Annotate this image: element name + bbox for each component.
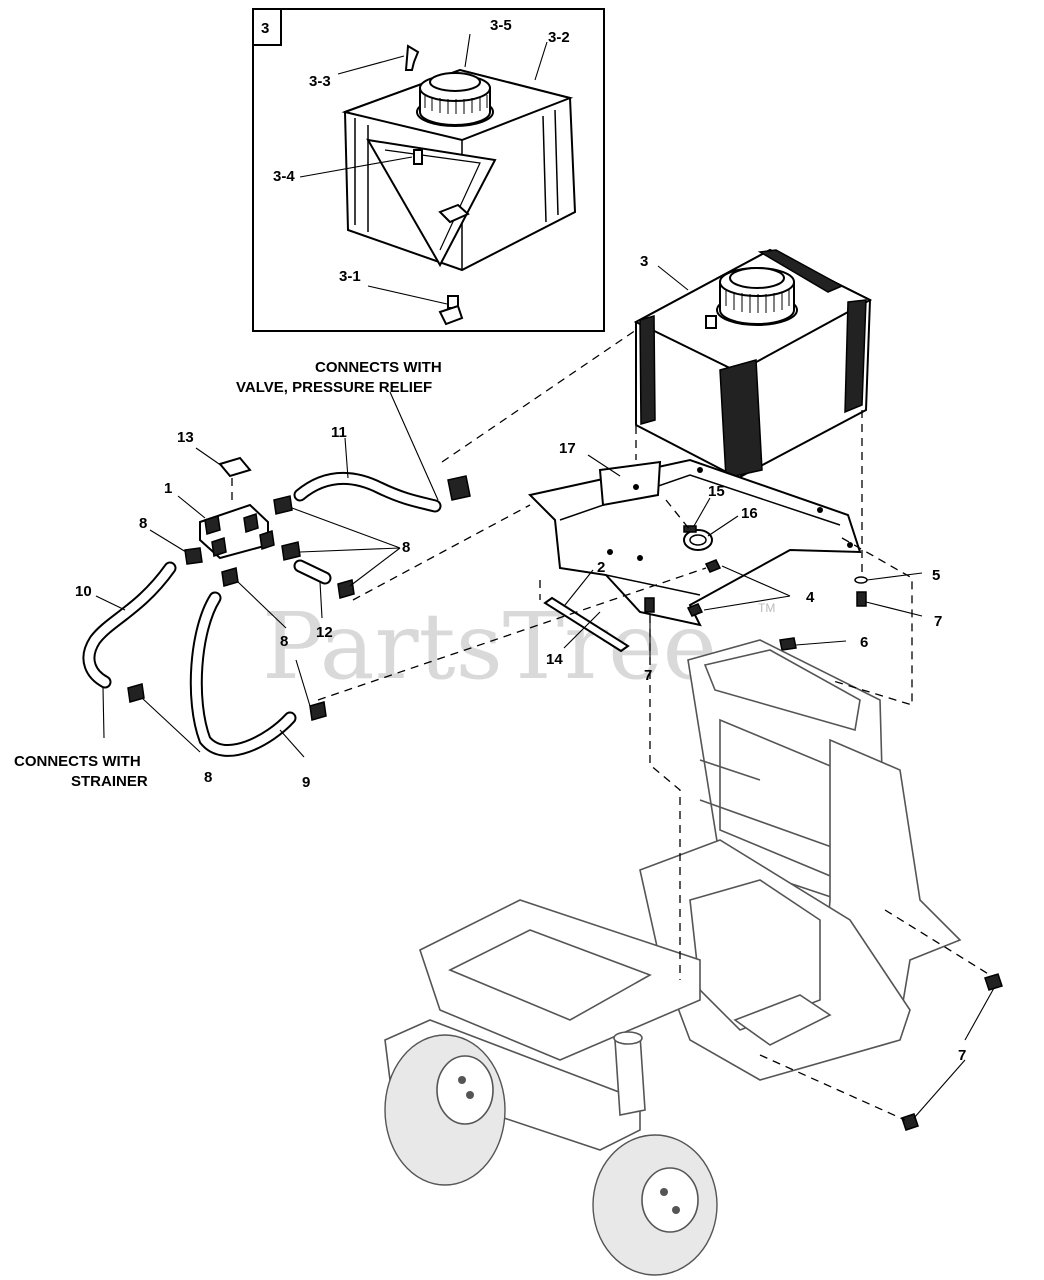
callout-13: 13 — [177, 429, 194, 446]
callout-8-b: 8 — [402, 539, 410, 556]
callout-7-c: 7 — [958, 1047, 966, 1064]
inset-tank-drawing — [341, 44, 577, 326]
callout-3-3: 3-3 — [309, 73, 331, 90]
callout-14: 14 — [546, 651, 563, 668]
callout-3-2: 3-2 — [548, 29, 570, 46]
clamp-8f — [127, 683, 145, 703]
callout-9: 9 — [302, 774, 310, 791]
callout-10: 10 — [75, 583, 92, 600]
plumbing — [82, 456, 471, 757]
callout-leaders — [95, 391, 995, 1119]
callout-8-a: 8 — [139, 515, 147, 532]
rod-14 — [543, 596, 630, 653]
callout-7-b: 7 — [934, 613, 942, 630]
callout-15: 15 — [708, 483, 725, 500]
note-strainer-line2: STRAINER — [71, 773, 148, 790]
note-valve-line1: CONNECTS WITH — [315, 359, 442, 376]
callout-3-1: 3-1 — [339, 268, 361, 285]
callout-labels: 3 1 13 11 8 8 8 8 10 12 9 17 15 16 2 14 … — [75, 253, 966, 1064]
callout-2: 2 — [597, 559, 605, 576]
clamp-8d — [221, 567, 239, 587]
nut-4a — [704, 559, 722, 573]
clamp-8b — [273, 495, 293, 515]
washer-5 — [854, 576, 868, 584]
machine-frame — [384, 639, 962, 1276]
callout-5: 5 — [932, 567, 940, 584]
clamp-8a — [184, 547, 203, 565]
clamp-8h — [447, 475, 471, 501]
watermark-tm: TM — [758, 601, 775, 615]
bolt-6 — [779, 637, 797, 651]
clamp-8g — [309, 701, 327, 721]
hose-clamp-16 — [683, 525, 713, 551]
inset-label: 3 — [261, 20, 269, 37]
callout-8-d: 8 — [204, 769, 212, 786]
tank-assembly — [633, 248, 873, 480]
callout-1: 1 — [164, 480, 172, 497]
inset-label-box — [252, 8, 282, 46]
bolt-7b — [856, 591, 867, 607]
nut-4b — [686, 603, 704, 617]
callout-3-4: 3-4 — [273, 168, 295, 185]
gasket-13 — [218, 456, 252, 478]
clamp-8c — [281, 541, 301, 561]
bolt-7a — [644, 597, 655, 613]
callout-8-c: 8 — [280, 633, 288, 650]
assembly-lines — [231, 329, 991, 1121]
callout-4: 4 — [806, 589, 815, 606]
callout-17: 17 — [559, 440, 576, 457]
callout-16: 16 — [741, 505, 758, 522]
inset-tank-detail: 3 3-5 3-2 — [252, 8, 605, 332]
note-strainer-line1: CONNECTS WITH — [14, 753, 141, 770]
callout-3: 3 — [640, 253, 648, 270]
clamp-8e — [337, 579, 355, 599]
callout-12: 12 — [316, 624, 333, 641]
callout-6: 6 — [860, 634, 868, 651]
note-valve-line2: VALVE, PRESSURE RELIEF — [236, 379, 432, 396]
connection-notes: CONNECTS WITH VALVE, PRESSURE RELIEF CON… — [14, 359, 442, 790]
callout-3-5: 3-5 — [490, 17, 512, 34]
bolt-7c-top — [984, 973, 1003, 991]
callout-11: 11 — [331, 424, 347, 441]
callout-7-a: 7 — [644, 667, 652, 684]
